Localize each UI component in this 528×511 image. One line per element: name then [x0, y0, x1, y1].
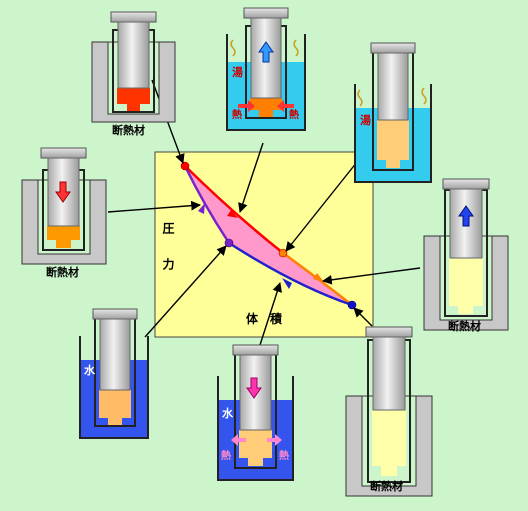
- piston-cap: [365, 326, 413, 338]
- apparatus-top-left: 断熱材: [91, 11, 176, 137]
- direction-arrow-1: [227, 210, 238, 218]
- steam-wave-right: [293, 39, 299, 57]
- piston-rod: [372, 336, 406, 411]
- apparatus-bottom-left: 水: [79, 308, 149, 439]
- insulator-label: 断熱材: [112, 123, 145, 137]
- isotherm-high-curve: [184, 165, 284, 254]
- hot-water-label: 湯: [360, 113, 371, 127]
- leader-right: [322, 267, 421, 285]
- heat-out-arrow-right-icon: [267, 434, 282, 446]
- up-arrow-icon: [458, 205, 474, 227]
- adiabat-compression-curve: [183, 165, 231, 244]
- x-axis-label: 体 積: [246, 311, 283, 326]
- cold-water-label: 水: [222, 406, 234, 420]
- gas: [250, 98, 282, 110]
- state-point-c: [347, 300, 357, 310]
- piston-cap: [110, 11, 157, 23]
- apparatus-bottom-center: 水 熱 熱: [217, 344, 294, 481]
- bath-container: [354, 84, 432, 183]
- piston-cap: [370, 42, 416, 54]
- heat-in-arrow-right-icon: [277, 100, 294, 112]
- gas-neck: [108, 418, 122, 425]
- insulator-label: 断熱材: [46, 265, 79, 279]
- hot-water-label: 湯: [232, 65, 243, 79]
- leader-top-center: [238, 142, 264, 213]
- leader-bottom-left: [144, 245, 227, 338]
- up-arrow-icon: [258, 41, 274, 63]
- heat-label-left: 熱: [221, 449, 231, 462]
- gas-neck: [381, 466, 397, 476]
- steam-wave-right: [421, 87, 427, 105]
- bath-container: [226, 34, 306, 131]
- apparatus-right: 断熱材: [423, 178, 509, 333]
- leader-left: [107, 200, 201, 213]
- isotherm-low-curve: [228, 241, 353, 307]
- insulator-label: 断熱材: [370, 479, 403, 493]
- state-point-b: [278, 248, 288, 258]
- direction-arrow-2: [313, 273, 324, 282]
- gas-neck: [127, 104, 140, 111]
- gas: [372, 410, 406, 466]
- bath-container: [217, 376, 294, 481]
- piston-cap: [92, 308, 138, 320]
- piston-cap: [442, 178, 490, 190]
- piston-cap: [40, 147, 87, 159]
- piston-rod: [99, 318, 131, 391]
- apparatus-left: 断熱材: [21, 147, 107, 279]
- gas-neck: [56, 240, 71, 248]
- state-point-a: [180, 161, 190, 171]
- apparatus-top-center: 湯 熱 熱: [226, 7, 306, 131]
- gas: [99, 390, 131, 418]
- y-axis-label: 圧 力: [161, 222, 175, 276]
- gas: [449, 258, 483, 306]
- heat-label-left: 熱: [232, 108, 242, 121]
- gas: [47, 226, 80, 240]
- pv-diagram: 圧 力 体 積: [154, 151, 374, 338]
- gas-neck: [458, 306, 473, 314]
- leader-bottom-center: [259, 282, 282, 346]
- leader-lines: [107, 79, 421, 346]
- apparatus-bottom-right: 断熱材: [345, 326, 433, 497]
- down-arrow-icon: [246, 377, 262, 399]
- leader-top-right: [285, 161, 358, 252]
- apparatus-top-right: 湯: [354, 42, 432, 183]
- piston-cap: [232, 344, 279, 356]
- gas: [239, 430, 272, 458]
- steam-wave-left: [230, 39, 236, 57]
- cold-water-label: 水: [84, 363, 96, 377]
- gas-neck: [259, 110, 273, 117]
- gas-neck: [386, 160, 400, 168]
- piston-rod: [377, 52, 409, 121]
- heat-label-right: 熱: [279, 449, 289, 462]
- insulator-label: 断熱材: [448, 319, 481, 333]
- gas: [117, 88, 150, 104]
- heat-label-right: 熱: [289, 108, 299, 121]
- state-point-d: [224, 238, 234, 248]
- direction-arrow-4: [198, 203, 205, 214]
- leader-bottom-right: [353, 307, 373, 327]
- direction-arrow-3: [282, 278, 292, 289]
- heat-out-arrow-left-icon: [231, 434, 246, 446]
- steam-wave-left: [357, 89, 363, 107]
- gas: [377, 120, 409, 160]
- bath-container: [79, 336, 149, 439]
- piston-rod: [117, 21, 150, 89]
- down-arrow-icon: [55, 181, 71, 203]
- piston-cap: [243, 7, 289, 19]
- gas-neck: [248, 458, 263, 466]
- heat-in-arrow-left-icon: [238, 100, 255, 112]
